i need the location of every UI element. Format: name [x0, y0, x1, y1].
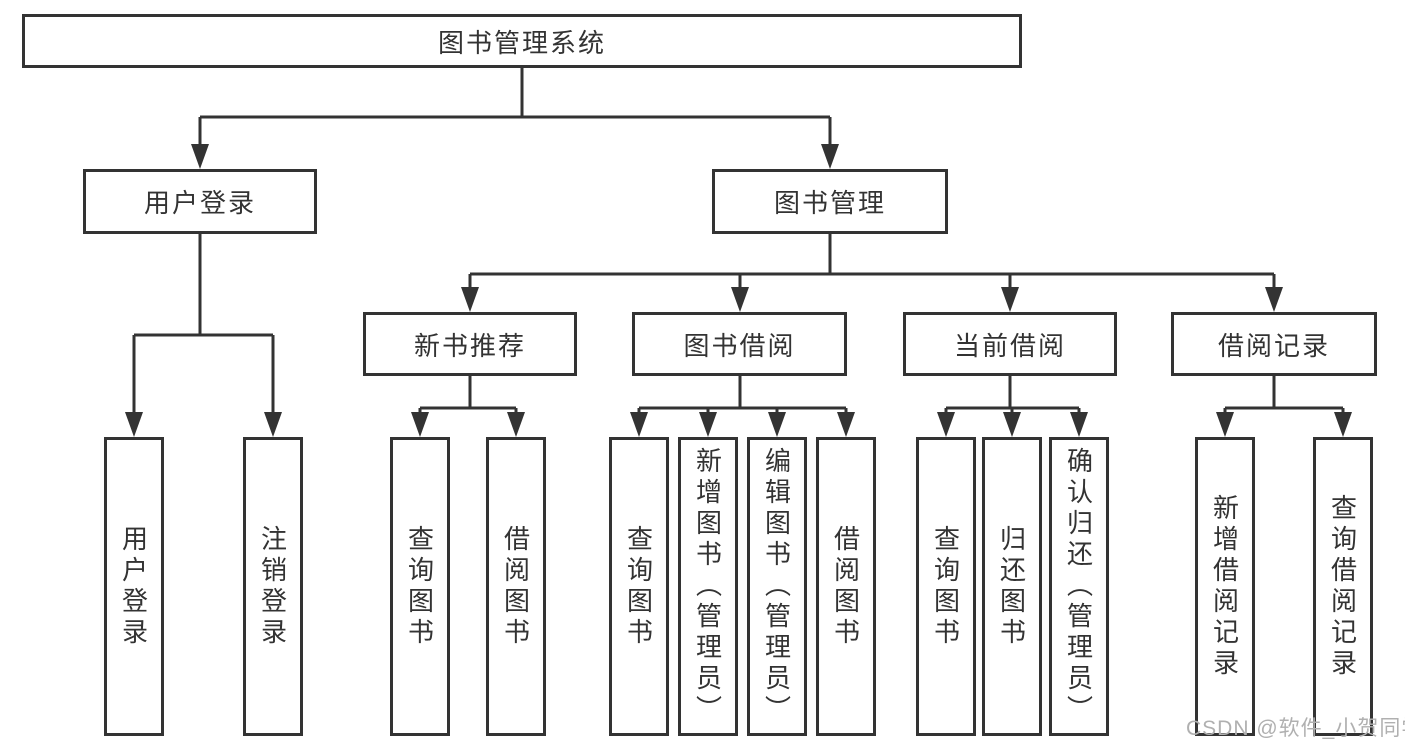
leaf-add-book-admin-label: 新增图书（管理员）: [692, 447, 723, 726]
leaf-query-books-current: 查询图书: [916, 437, 976, 736]
leaf-borrow-books-borrowing-label: 借阅图书: [830, 524, 861, 649]
arrow-icon: [1265, 287, 1283, 312]
node-book-management-label: 图书管理: [773, 188, 886, 218]
edge-borrowing-records-to-leaves: [1223, 376, 1345, 414]
arrow-icon: [1001, 287, 1019, 312]
edge-book-management-to-level3: [468, 234, 1276, 289]
arrow-icon: [731, 287, 749, 312]
edge-user-login-to-leaves: [132, 234, 275, 414]
node-new-book-recommend: 新书推荐: [363, 312, 577, 376]
leaf-query-borrow-record-label: 查询借阅记录: [1327, 493, 1358, 680]
arrow-icon: [837, 412, 855, 437]
edge-root-to-level2: [198, 68, 832, 146]
arrow-icon: [411, 412, 429, 437]
arrow-icon: [1070, 412, 1088, 437]
edge-book-borrowing-to-leaves: [637, 376, 848, 414]
arrow-icon: [507, 412, 525, 437]
node-book-management: 图书管理: [712, 169, 948, 234]
node-borrowing-records-label: 借阅记录: [1217, 330, 1330, 361]
leaf-confirm-return-admin-label: 确认归还（管理员）: [1063, 447, 1094, 726]
arrowheads: [125, 144, 1352, 437]
arrow-icon: [1216, 412, 1234, 437]
node-borrowing-records: 借阅记录: [1171, 312, 1377, 376]
leaf-query-books-recommend: 查询图书: [390, 437, 450, 736]
leaf-user-login: 用户登录: [104, 437, 164, 736]
arrow-icon: [768, 412, 786, 437]
leaf-query-books-borrowing: 查询图书: [609, 437, 669, 736]
node-book-borrowing: 图书借阅: [632, 312, 847, 376]
leaf-add-borrow-record: 新增借阅记录: [1195, 437, 1255, 736]
leaf-return-books-label: 归还图书: [996, 524, 1027, 649]
node-current-borrowing: 当前借阅: [903, 312, 1117, 376]
leaf-borrow-books-recommend: 借阅图书: [486, 437, 546, 736]
leaf-query-books-current-label: 查询图书: [930, 524, 961, 649]
node-current-borrowing-label: 当前借阅: [953, 330, 1066, 361]
leaf-logout-label: 注销登录: [257, 524, 288, 649]
node-book-borrowing-label: 图书借阅: [683, 330, 796, 361]
leaf-borrow-books-borrowing: 借阅图书: [816, 437, 876, 736]
node-user-login-label: 用户登录: [143, 188, 256, 218]
leaf-edit-book-admin: 编辑图书（管理员）: [747, 437, 807, 736]
arrow-icon: [125, 412, 143, 437]
leaf-borrow-books-recommend-label: 借阅图书: [500, 524, 531, 649]
node-user-login: 用户登录: [83, 169, 317, 234]
leaf-add-borrow-record-label: 新增借阅记录: [1209, 493, 1240, 680]
leaf-return-books: 归还图书: [982, 437, 1042, 736]
arrow-icon: [191, 144, 209, 169]
arrow-icon: [630, 412, 648, 437]
leaf-user-login-label: 用户登录: [118, 524, 149, 649]
leaf-logout: 注销登录: [243, 437, 303, 736]
arrow-icon: [937, 412, 955, 437]
leaf-edit-book-admin-label: 编辑图书（管理员）: [761, 447, 792, 726]
arrow-icon: [699, 412, 717, 437]
leaf-query-books-borrowing-label: 查询图书: [623, 524, 654, 649]
leaf-query-books-recommend-label: 查询图书: [404, 524, 435, 649]
watermark: CSDN @软件_小贺同学: [1186, 717, 1405, 740]
arrow-icon: [264, 412, 282, 437]
arrow-icon: [1003, 412, 1021, 437]
edge-new-book-recommend-to-leaves: [418, 376, 518, 414]
arrow-icon: [1334, 412, 1352, 437]
leaf-confirm-return-admin: 确认归还（管理员）: [1049, 437, 1109, 736]
node-new-book-recommend-label: 新书推荐: [413, 330, 526, 361]
leaf-query-borrow-record: 查询借阅记录: [1313, 437, 1373, 736]
arrow-icon: [461, 287, 479, 312]
node-root: 图书管理系统: [22, 14, 1022, 68]
edge-current-borrowing-to-leaves: [944, 376, 1081, 414]
arrow-icon: [821, 144, 839, 169]
node-root-label: 图书管理系统: [437, 27, 606, 58]
leaf-add-book-admin: 新增图书（管理员）: [678, 437, 738, 736]
